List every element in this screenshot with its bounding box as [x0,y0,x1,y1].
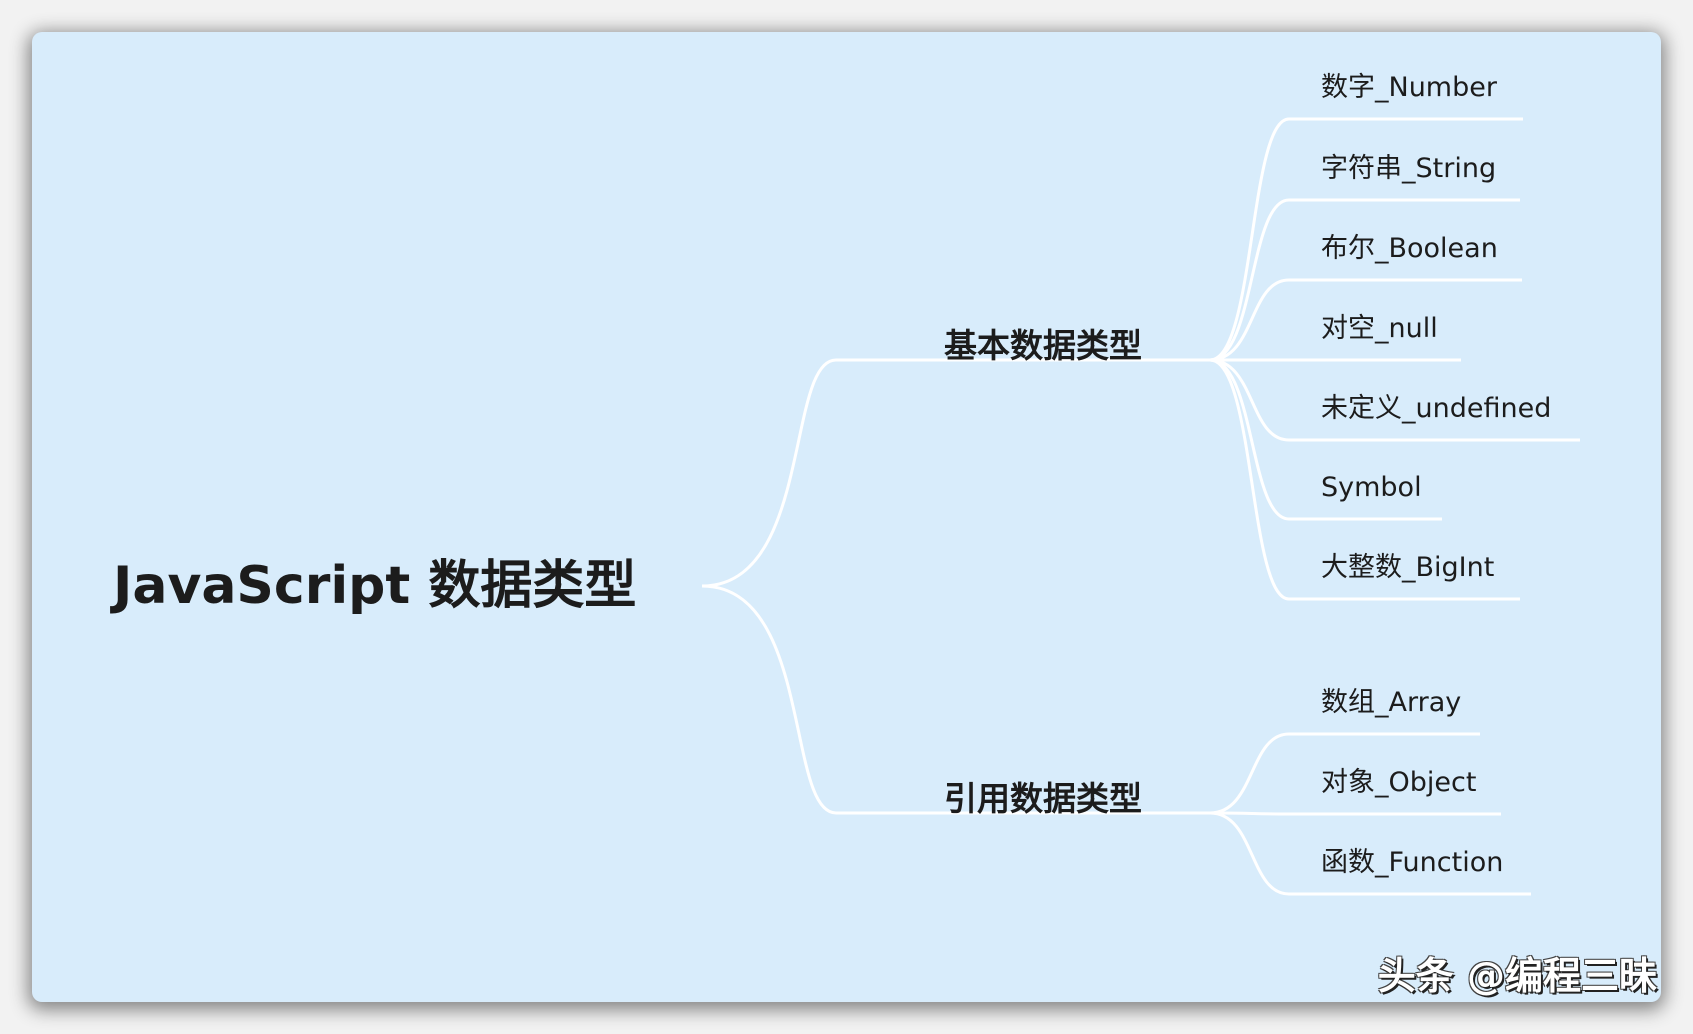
connector-lines [701,117,1580,896]
watermark: 头条 @编程三昧 [1377,954,1657,998]
leaf-node[interactable]: 数组_Array [1321,687,1462,718]
leaf-connector [1209,358,1442,521]
branch-connector [701,584,1210,815]
leaf-node[interactable]: 大整数_BigInt [1321,552,1495,583]
leaf-node[interactable]: 字符串_String [1321,153,1497,184]
leaf-node[interactable]: 对空_null [1321,313,1438,344]
leaf-node[interactable]: 数字_Number [1321,72,1497,103]
branch-node-reference[interactable]: 引用数据类型 [944,779,1142,818]
leaf-node[interactable]: 函数_Function [1321,847,1504,878]
leaf-connector [1209,198,1520,362]
leaf-connector [1209,117,1523,362]
leaf-node[interactable]: 布尔_Boolean [1321,233,1498,264]
leaf-connector [1209,278,1522,362]
branch-node-primitive[interactable]: 基本数据类型 [944,326,1142,365]
leaf-node[interactable]: 对象_Object [1321,767,1477,798]
leaf-connector [1209,811,1531,896]
leaf-connector [1209,358,1520,601]
leaf-node[interactable]: Symbol [1321,472,1422,503]
branch-connector [701,358,1210,588]
leaf-connector [1209,811,1501,816]
leaf-connector [1209,358,1580,442]
mindmap-canvas: JavaScript 数据类型 基本数据类型 引用数据类型 数字_Number 字… [32,32,1661,1002]
leaf-node[interactable]: 未定义_undefined [1321,393,1552,424]
leaf-connector [1209,732,1480,815]
root-node[interactable]: JavaScript 数据类型 [113,556,637,616]
